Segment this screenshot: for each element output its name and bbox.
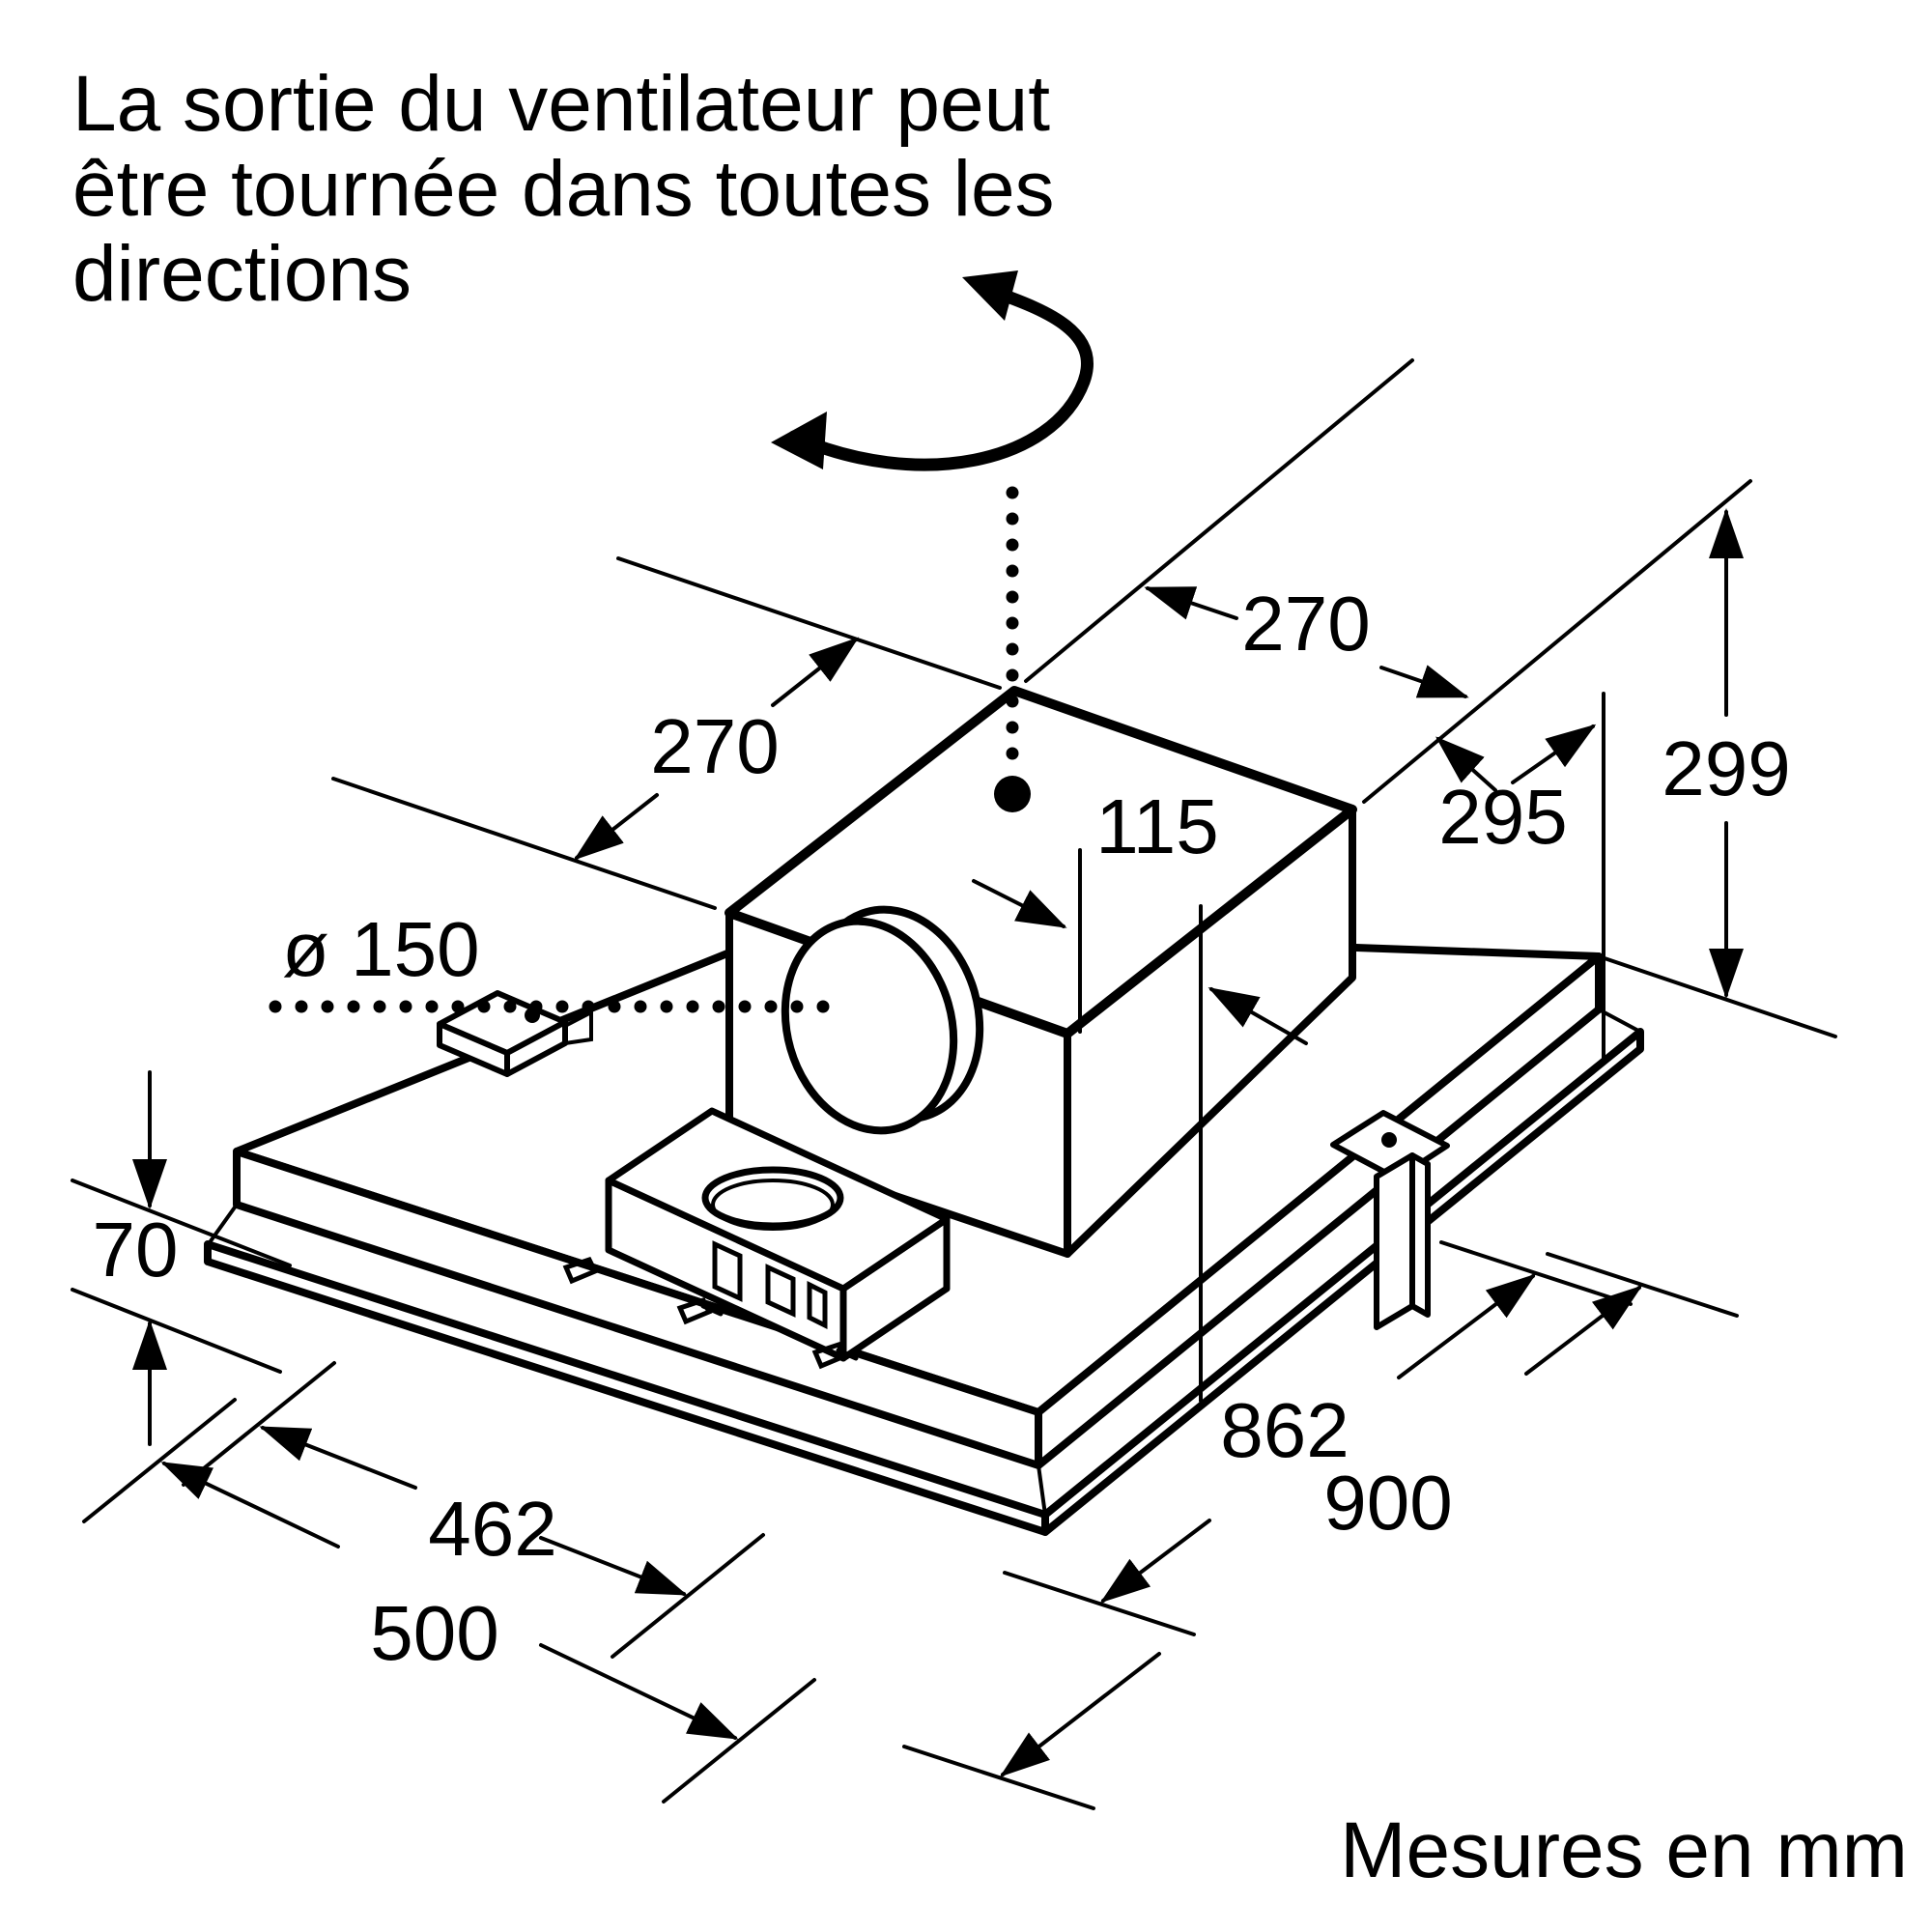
bracket-screw-icon xyxy=(1381,1132,1397,1148)
dim-150-label: ø 150 xyxy=(282,906,480,992)
hood-recess-groove xyxy=(1283,976,1575,1211)
dim-500 xyxy=(82,1398,816,1804)
dim-862-label: 862 xyxy=(1220,1387,1349,1473)
title-line-1: La sortie du ventilateur peut xyxy=(72,60,1050,148)
plenum-box xyxy=(724,686,1357,1258)
rotation-arrowhead-right-icon xyxy=(962,270,1018,321)
dim-900-label: 900 xyxy=(1323,1460,1452,1546)
dim-295 xyxy=(1435,692,1605,1063)
rotation-axis-dotted-line xyxy=(994,486,1031,812)
dim-115-label: 115 xyxy=(1095,783,1219,869)
hood-lip-front-right xyxy=(1041,1028,1644,1536)
rotation-arrow xyxy=(771,270,1094,471)
dim-70-label: 70 xyxy=(93,1207,179,1293)
dim-462-label: 462 xyxy=(428,1486,556,1572)
dim-270-right xyxy=(1024,358,1752,804)
filter-clips xyxy=(562,1256,859,1370)
title-line-2: être tournée dans toutes les xyxy=(72,145,1055,233)
dim-270-right-label: 270 xyxy=(1241,581,1370,667)
dim-299-label: 299 xyxy=(1662,725,1790,811)
units-note: Mesures en mm xyxy=(1340,1806,1908,1894)
motor-unit xyxy=(605,1107,951,1362)
hood-lip-connectors xyxy=(206,1008,1642,1517)
rotation-arrowhead-left-icon xyxy=(771,412,827,469)
dim-500-label: 500 xyxy=(370,1590,498,1676)
dim-270-left-label: 270 xyxy=(650,703,779,789)
hood-lip-front-left xyxy=(204,1240,1049,1536)
duct-outlet-ring xyxy=(781,905,984,1135)
dim-295-label: 295 xyxy=(1438,774,1567,860)
dim-299 xyxy=(1597,508,1837,1038)
mounting-bracket-left xyxy=(437,990,593,1077)
title-line-3: directions xyxy=(72,230,412,318)
dim-900 xyxy=(902,1252,1739,1810)
motor-buttons xyxy=(712,1240,828,1330)
dim-115 xyxy=(972,848,1308,1403)
dim-70 xyxy=(71,1070,292,1446)
dim-270-left xyxy=(331,556,1002,910)
mounting-bracket-right xyxy=(1330,1110,1450,1330)
axis-end-dot xyxy=(994,776,1031,812)
dimension-lines xyxy=(71,358,1837,1810)
